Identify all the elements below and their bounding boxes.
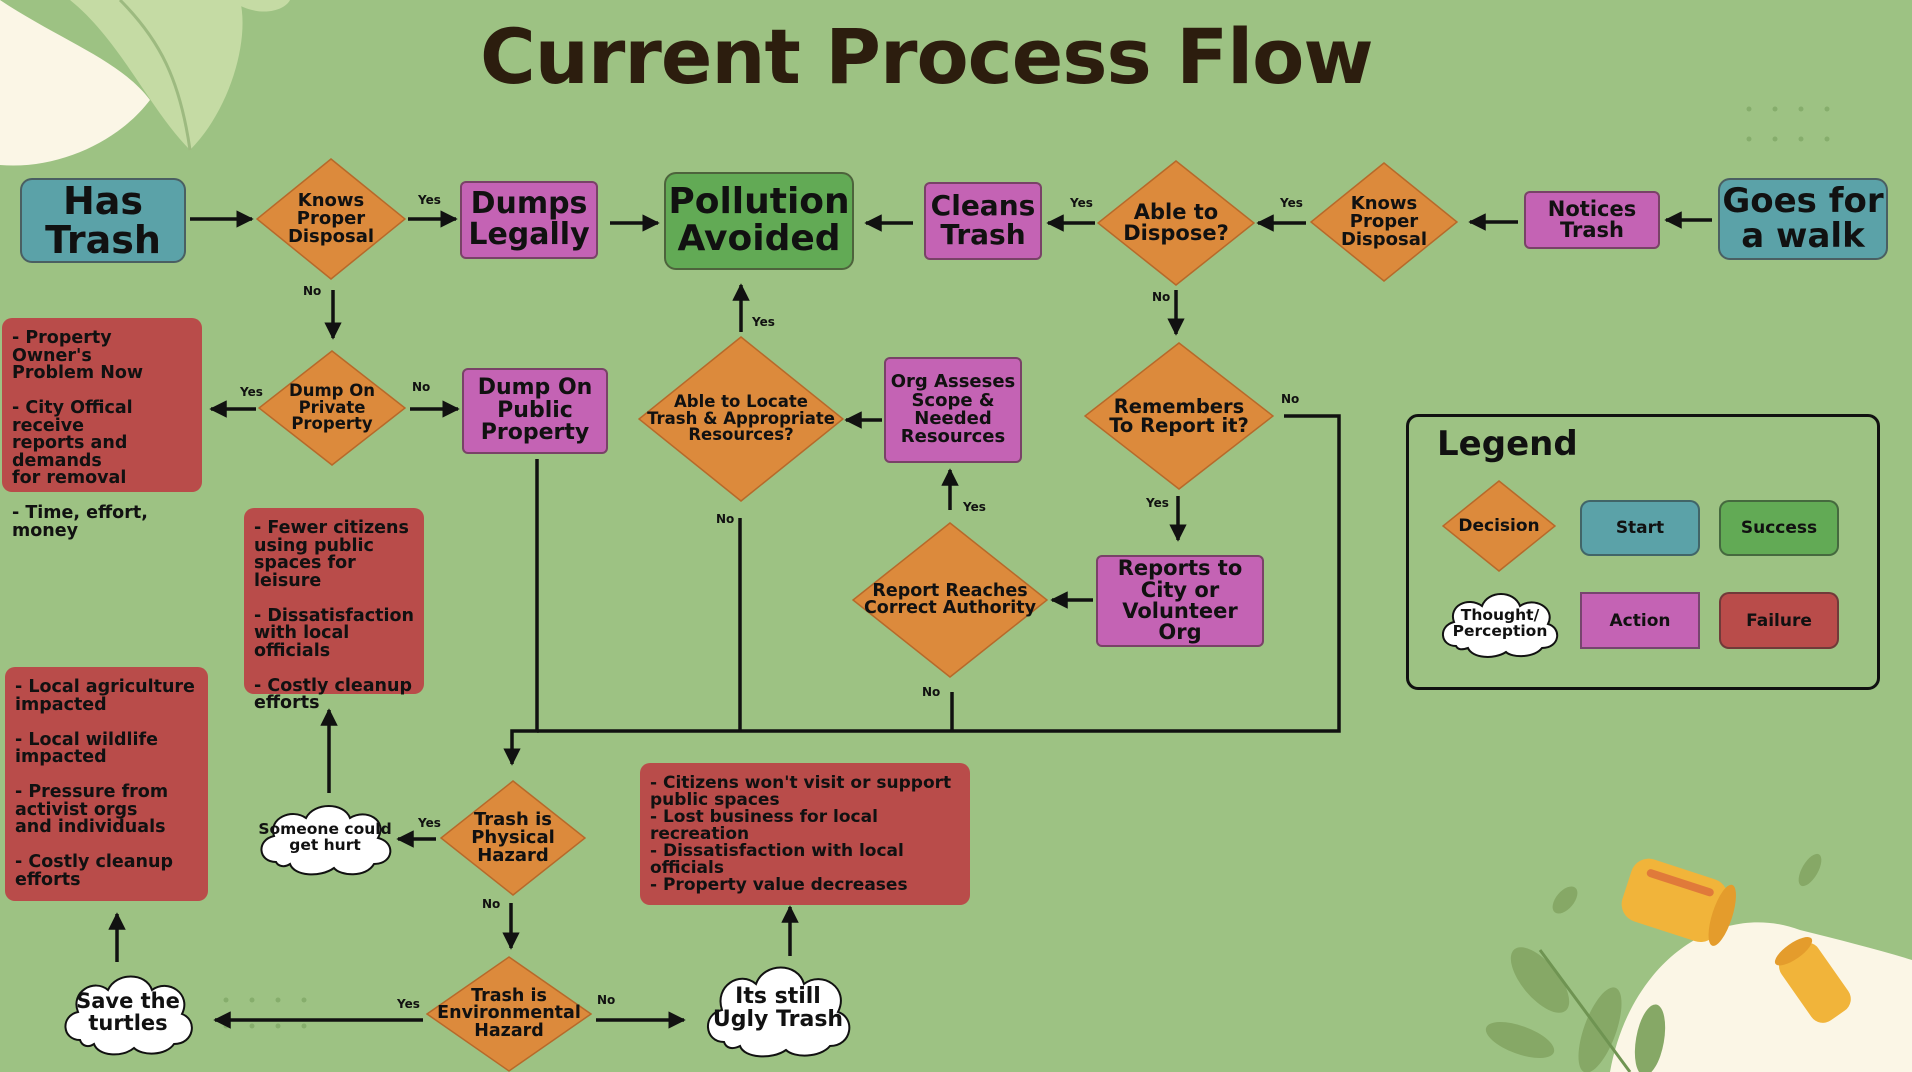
action-cleans-trash: Cleans Trash bbox=[924, 182, 1042, 260]
line-remembers-no bbox=[537, 414, 1341, 733]
legend-failure: Failure bbox=[1719, 592, 1839, 649]
arrow-dump-public-down bbox=[503, 459, 539, 766]
edge-label-yes: Yes bbox=[752, 315, 775, 329]
failure-local-agriculture: - Local agriculture impacted - Local wil… bbox=[5, 667, 208, 901]
edge-label-yes: Yes bbox=[397, 997, 420, 1011]
edge-label-yes: Yes bbox=[1280, 196, 1303, 210]
decision-remembers-to-report: Remembers To Report it? bbox=[1084, 342, 1274, 490]
thought-its-still-ugly-trash: Its still Ugly Trash bbox=[702, 958, 854, 1058]
edge-label-yes: Yes bbox=[1146, 496, 1169, 510]
thought-someone-could-get-hurt: Someone could get hurt bbox=[254, 798, 396, 876]
edge-label-yes: Yes bbox=[963, 500, 986, 514]
legend-start: Start bbox=[1580, 500, 1700, 556]
edge-label-no: No bbox=[1152, 290, 1171, 304]
edge-label-yes: Yes bbox=[418, 816, 441, 830]
cans-decoration-bottom-right bbox=[1485, 853, 1912, 1072]
legend-action: Action bbox=[1580, 592, 1700, 649]
decision-able-to-locate-trash: Able to Locate Trash & Appropriate Resou… bbox=[638, 336, 844, 502]
edge-label-yes: Yes bbox=[240, 385, 263, 399]
action-dumps-legally: Dumps Legally bbox=[460, 181, 598, 259]
success-pollution-avoided: Pollution Avoided bbox=[664, 172, 854, 270]
edge-label-no: No bbox=[303, 284, 322, 298]
thought-save-the-turtles: Save the turtles bbox=[60, 968, 196, 1056]
decision-able-to-dispose: Able to Dispose? bbox=[1097, 160, 1255, 286]
decision-report-reaches-authority: Report Reaches Correct Authority bbox=[852, 522, 1048, 678]
leaf-decoration-top-left bbox=[0, 0, 290, 166]
legend-title: Legend bbox=[1437, 424, 1578, 464]
failure-property-owner-problem: - Property Owner's Problem Now - City Of… bbox=[2, 318, 202, 539]
legend-decision: Decision bbox=[1442, 480, 1556, 572]
edge-label-yes: Yes bbox=[418, 193, 441, 207]
start-has-trash: Has Trash bbox=[20, 178, 186, 263]
decision-knows-proper-disposal-right: Knows Proper Disposal bbox=[1310, 162, 1458, 282]
decision-knows-proper-disposal-left: Knows Proper Disposal bbox=[256, 158, 406, 280]
failure-citizens-wont-visit: - Citizens won't visit or support public… bbox=[640, 763, 970, 905]
edge-label-no: No bbox=[1281, 392, 1300, 406]
edge-label-yes: Yes bbox=[1070, 196, 1093, 210]
legend-thought-perception: Thought/ Perception bbox=[1438, 588, 1562, 658]
action-dump-on-public-property: Dump On Public Property bbox=[462, 368, 608, 454]
failure-fewer-citizens: - Fewer citizens using public spaces for… bbox=[244, 508, 424, 712]
edge-label-no: No bbox=[597, 993, 616, 1007]
action-reports-to-city: Reports to City or Volunteer Org bbox=[1096, 555, 1264, 647]
action-notices-trash: Notices Trash bbox=[1524, 191, 1660, 249]
dots-decoration-top-right bbox=[1746, 106, 1830, 142]
decision-trash-is-environmental-hazard: Trash is Environmental Hazard bbox=[426, 956, 592, 1072]
edge-label-no: No bbox=[412, 380, 431, 394]
legend-success: Success bbox=[1719, 500, 1839, 556]
edge-label-no: No bbox=[922, 685, 941, 699]
decision-trash-is-physical-hazard: Trash is Physical Hazard bbox=[440, 780, 586, 896]
edge-label-no: No bbox=[716, 512, 735, 526]
action-org-assesses-scope: Org Asseses Scope & Needed Resources bbox=[884, 357, 1022, 463]
edge-label-no: No bbox=[482, 897, 501, 911]
legend bbox=[1406, 414, 1880, 690]
page-title: Current Process Flow bbox=[480, 12, 1374, 101]
decision-dump-on-private-property: Dump On Private Property bbox=[258, 350, 406, 466]
start-goes-for-walk: Goes for a walk bbox=[1718, 178, 1888, 260]
